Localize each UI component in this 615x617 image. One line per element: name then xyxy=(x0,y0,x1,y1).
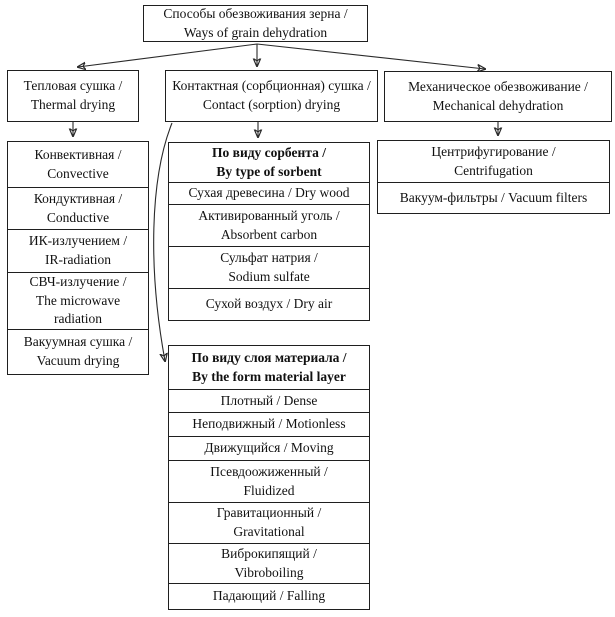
row-label-ru: Гравитационный / xyxy=(216,505,322,521)
layer-row-motionless: Неподвижный / Motionless xyxy=(168,412,370,437)
thermal-method-row-conductive: Кондуктивная / Conductive xyxy=(7,187,149,230)
layer-row-falling: Падающий / Falling xyxy=(168,583,370,610)
row-label-ru: Псевдоожиженный / xyxy=(210,463,328,479)
mechanical-row-centrifugation: Центрифугирование / Centrifugation xyxy=(377,140,610,183)
arrow-root-to-thermal xyxy=(78,43,258,67)
row-label-en: Conductive xyxy=(46,209,110,225)
thermal-method-row-convective: Конвективная / Convective xyxy=(7,141,149,188)
sorbent-row-absorbent-carbon: Активированный уголь / Absorbent carbon xyxy=(168,204,370,247)
thermal-label-ru: Тепловая сушка / xyxy=(23,78,123,94)
root-label-ru: Способы обезвоживания зерна / xyxy=(163,5,348,21)
row-label-en: Centrifugation xyxy=(454,162,533,178)
header-label-ru: По виду сорбента / xyxy=(212,144,326,160)
layer-row-dense: Плотный / Dense xyxy=(168,389,370,413)
thermal-methods-group: Конвективная / Convective Кондуктивная /… xyxy=(7,141,149,375)
sorbent-type-group: По виду сорбента / By type of sorbent Су… xyxy=(168,142,370,321)
row-label: Вакуум-фильтры / Vacuum filters xyxy=(399,189,588,205)
row-label-en: Gravitational xyxy=(233,524,305,539)
row-label-en: Fluidized xyxy=(243,482,295,498)
root-box: Способы обезвоживания зерна / Ways of gr… xyxy=(143,5,368,42)
row-label: Сухой воздух / Dry air xyxy=(205,296,333,312)
sorbent-group-header: По виду сорбента / By type of sorbent xyxy=(168,142,370,183)
row-label-en2: radiation xyxy=(54,311,102,327)
row-label: Движущийся / Moving xyxy=(204,440,334,456)
thermal-method-row-ir: ИК-излучением / IR-radiation xyxy=(7,229,149,273)
mechanical-label-ru: Механическое обезвоживание / xyxy=(408,78,588,94)
contact-label-en: Contact (sorption) drying xyxy=(202,97,341,112)
mechanical-methods-group: Центрифугирование / Centrifugation Вакуу… xyxy=(377,140,610,214)
row-label-ru: Активированный уголь / xyxy=(198,207,340,223)
thermal-method-row-vacuum: Вакуумная сушка / Vacuum drying xyxy=(7,329,149,375)
row-label-en: IR-radiation xyxy=(45,252,111,267)
row-label-en: The microwave xyxy=(35,292,121,308)
row-label-ru: Вакуумная сушка / xyxy=(23,334,133,350)
layer-row-moving: Движущийся / Moving xyxy=(168,436,370,461)
row-label-en: Sodium sulfate xyxy=(228,268,310,284)
header-label-en: By type of sorbent xyxy=(216,163,322,179)
root-label-en: Ways of grain dehydration xyxy=(183,24,328,40)
mechanical-dehydration-box: Механическое обезвоживание / Mechanical … xyxy=(384,71,612,122)
sorbent-row-dry-wood: Сухая древесина / Dry wood xyxy=(168,182,370,205)
header-label-en: By the form material layer xyxy=(192,368,346,384)
row-label: Сухая древесина / Dry wood xyxy=(188,185,350,201)
row-label-ru: СВЧ-излучение / xyxy=(29,274,127,290)
thermal-drying-box: Тепловая сушка / Thermal drying xyxy=(7,70,139,122)
row-label: Плотный / Dense xyxy=(220,392,318,408)
header-label-ru: По виду слоя материала / xyxy=(191,349,347,365)
row-label: Неподвижный / Motionless xyxy=(192,416,346,432)
layer-row-gravitational: Гравитационный / Gravitational xyxy=(168,502,370,544)
layer-group-header: По виду слоя материала / By the form mat… xyxy=(168,345,370,390)
contact-label-ru: Контактная (сорбционная) сушка / xyxy=(172,78,371,94)
mechanical-label-en: Mechanical dehydration xyxy=(432,97,564,113)
layer-row-vibroboiling: Виброкипящий / Vibroboiling xyxy=(168,543,370,584)
sorbent-row-sodium-sulfate: Сульфат натрия / Sodium sulfate xyxy=(168,246,370,289)
row-label-ru: Сульфат натрия / xyxy=(220,249,318,265)
thermal-label-en: Thermal drying xyxy=(30,97,116,112)
row-label-en: Convective xyxy=(47,165,109,181)
row-label-en: Vacuum drying xyxy=(36,353,120,368)
sorbent-row-dry-air: Сухой воздух / Dry air xyxy=(168,288,370,321)
row-label: Падающий / Falling xyxy=(212,588,326,604)
row-label-ru: Кондуктивная / xyxy=(33,190,123,206)
row-label-ru: Виброкипящий / xyxy=(221,545,317,561)
row-label-ru: Центрифугирование / xyxy=(431,143,556,159)
row-label-en: Vibroboiling xyxy=(234,564,304,580)
layer-row-fluidized: Псевдоожиженный / Fluidized xyxy=(168,460,370,503)
thermal-method-row-microwave: СВЧ-излучение / The microwave radiation xyxy=(7,272,149,330)
contact-drying-box: Контактная (сорбционная) сушка / Contact… xyxy=(165,70,378,122)
arrow-root-to-mechanical xyxy=(256,43,485,69)
row-label-ru: ИК-излучением / xyxy=(28,233,128,249)
mechanical-row-vacuum-filters: Вакуум-фильтры / Vacuum filters xyxy=(377,182,610,214)
row-label-ru: Конвективная / xyxy=(34,146,122,162)
row-label-en: Absorbent carbon xyxy=(220,226,318,242)
material-layer-group: По виду слоя материала / By the form mat… xyxy=(168,345,370,610)
